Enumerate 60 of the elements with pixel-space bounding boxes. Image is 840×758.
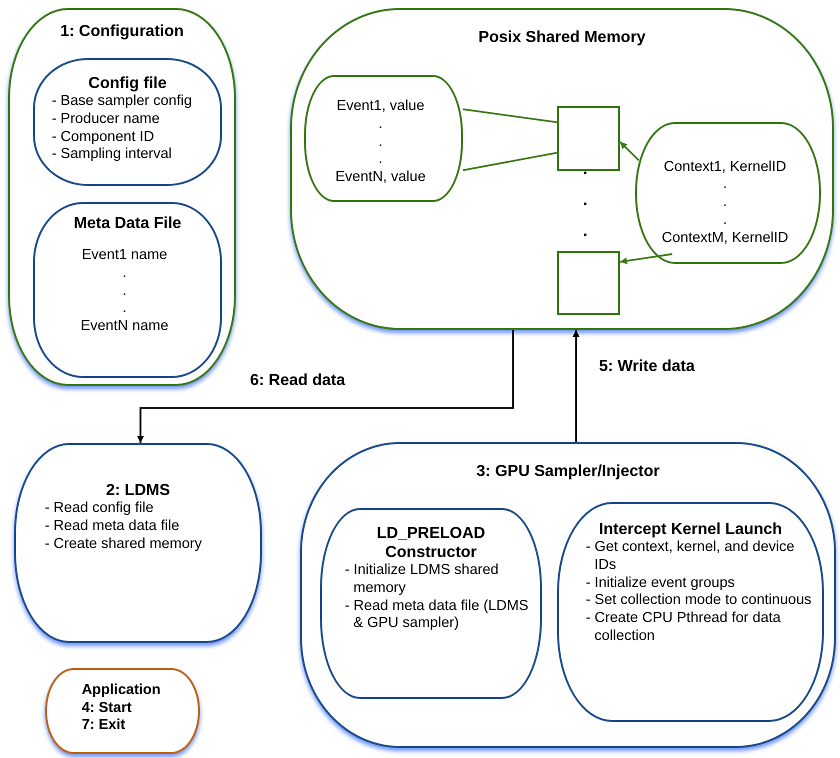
arrow <box>572 330 580 442</box>
list-item: . <box>121 282 128 300</box>
list-item: - Sampling interval <box>50 146 173 164</box>
list-item: - Base sampler config <box>50 93 193 111</box>
rounded-box <box>33 202 222 378</box>
step-text: Application <box>80 682 162 700</box>
box-heading: 1: Configuration <box>59 22 185 42</box>
list-item: . <box>377 134 384 152</box>
box-heading: 3: GPU Sampler/Injector <box>475 462 661 482</box>
rounded-box <box>635 122 821 264</box>
list-item: - Initialize LDMS shared memory <box>344 562 500 598</box>
rounded-box <box>300 442 836 748</box>
list-item: EventN, value <box>334 169 427 187</box>
rounded-box <box>304 75 463 202</box>
list-item: Event1, value <box>336 98 426 116</box>
list-item: - Read config file <box>44 500 155 518</box>
connector-line <box>462 152 558 172</box>
square-box <box>557 251 620 315</box>
list-item: - Producer name <box>50 110 161 129</box>
square-box <box>557 106 620 171</box>
list-item: - Read meta data file (LDMS & GPU sampler) <box>344 598 530 634</box>
list-item: - Create shared memory <box>44 536 203 554</box>
step-text: 4: Start <box>80 700 133 718</box>
list-item: EventN name <box>80 318 170 336</box>
list-item: . <box>377 151 384 170</box>
box-heading: LD_PRELOAD Constructor <box>376 524 486 562</box>
ellipsis-dot: . <box>583 224 588 240</box>
list-item: . <box>121 300 128 318</box>
rounded-box <box>557 502 824 722</box>
step-text: 7: Exit <box>80 717 126 736</box>
rounded-box <box>290 8 834 330</box>
list-item: Event1 name <box>80 247 168 265</box>
list-item: - Set collection mode to continuous <box>584 592 812 610</box>
list-item: . <box>722 212 728 230</box>
list-item: - Component ID <box>50 128 156 146</box>
ellipsis-dot: . <box>583 162 588 178</box>
box-heading: Posix Shared Memory <box>477 28 647 48</box>
rounded-box <box>14 443 262 643</box>
list-item: Context1, KernelID <box>662 158 788 176</box>
box-heading: Config file <box>87 74 168 94</box>
box-heading: 2: LDMS <box>105 481 171 500</box>
list-item: . <box>722 176 728 194</box>
arrow <box>619 141 640 161</box>
list-item: . <box>121 264 128 283</box>
list-item: - Read meta data file <box>44 518 180 536</box>
list-item: . <box>722 194 728 212</box>
box-heading: Intercept Kernel Launch <box>598 520 784 540</box>
rounded-box <box>320 508 542 699</box>
list-item: ContextM, KernelID <box>660 230 790 248</box>
ellipsis-dot: . <box>583 193 588 209</box>
list-item: . <box>377 116 384 134</box>
rounded-box <box>45 668 200 754</box>
arrow <box>136 330 514 443</box>
rounded-box <box>8 8 236 386</box>
list-item: - Get context, kernel, and device IDs <box>584 539 796 575</box>
box-heading: Meta Data File <box>72 214 182 234</box>
connector-line <box>462 108 558 124</box>
arrow <box>620 253 672 264</box>
list-item: - Initialize event groups <box>584 574 736 592</box>
list-item: - Create CPU Pthread for data collection <box>584 610 782 646</box>
